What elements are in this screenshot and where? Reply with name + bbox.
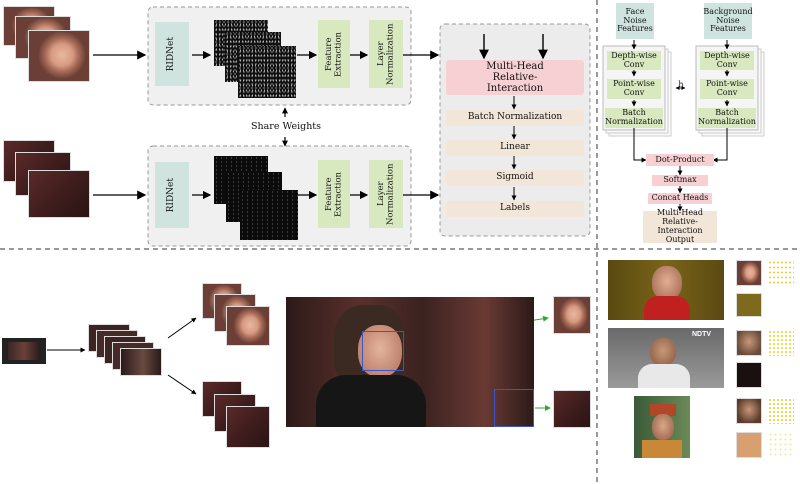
- face-noise-map: [238, 46, 296, 98]
- background-noise-features-block: Background Noise Features: [703, 3, 753, 39]
- layer-normalization-label: Layer Normalization: [375, 23, 395, 85]
- batch-normalization-background: Batch Normalization: [698, 108, 756, 128]
- ridnet-block-top: RIDNet: [155, 22, 189, 86]
- example-noise-map: [768, 260, 794, 286]
- example-noise-map: [768, 330, 794, 356]
- layer-normalization-label: Layer Normalization: [375, 163, 395, 225]
- depthwise-conv-background: Depth-wise Conv: [700, 51, 754, 70]
- background-bounding-box: [494, 389, 534, 427]
- pointwise-conv-face: Point-wise Conv: [607, 79, 661, 99]
- video-filmstrip: [2, 338, 46, 364]
- feature-extraction-block-bottom: Feature Extraction: [318, 160, 350, 228]
- feature-extraction-label: Feature Extraction: [323, 171, 343, 217]
- example-frame-2: NDTV: [608, 328, 724, 388]
- concat-heads-block: Concat Heads: [648, 193, 712, 204]
- example-face-crop: [736, 330, 762, 356]
- dot-product-block: Dot-Product: [646, 154, 714, 166]
- heads-label: h: [678, 79, 684, 89]
- ridnet-block-bottom: RIDNet: [155, 162, 189, 228]
- depthwise-conv-face: Depth-wise Conv: [607, 51, 661, 70]
- background-noise-map: [240, 190, 298, 240]
- cropped-background-stack: [226, 406, 270, 448]
- layer-normalization-block-bottom: Layer Normalization: [369, 160, 403, 228]
- background-image-stack: [28, 170, 90, 218]
- example-noise-map: [768, 398, 794, 424]
- example-background-crop: [736, 432, 762, 458]
- softmax-block: Softmax: [652, 175, 708, 186]
- example-background-crop: [736, 293, 762, 317]
- feature-extraction-block-top: Feature Extraction: [318, 20, 350, 88]
- sigmoid-block: Sigmoid: [446, 170, 584, 186]
- batch-normalization-face: Batch Normalization: [605, 108, 663, 128]
- cropped-face-stack: [226, 306, 270, 346]
- feature-extraction-label: Feature Extraction: [323, 31, 343, 77]
- example-noise-map: [768, 432, 794, 458]
- face-noise-features-block: Face Noise Features: [616, 3, 654, 39]
- layer-normalization-block-top: Layer Normalization: [369, 20, 403, 88]
- frame-stack: [120, 348, 162, 376]
- video-frame: [286, 297, 534, 427]
- tv-logo: NDTV: [692, 331, 712, 338]
- example-background-crop: [736, 362, 762, 388]
- example-face-crop: [736, 398, 762, 424]
- ridnet-label: RIDNet: [166, 36, 177, 72]
- face-crop-output: [553, 296, 591, 334]
- labels-block: Labels: [446, 201, 584, 217]
- linear-block: Linear: [446, 140, 584, 156]
- face-bounding-box: [362, 331, 404, 371]
- example-frame-1: [608, 260, 724, 320]
- batch-normalization-block: Batch Normalization: [446, 110, 584, 126]
- face-image-stack: [28, 30, 90, 82]
- share-weights-label: Share Weights: [250, 120, 322, 132]
- example-face-crop: [736, 260, 762, 286]
- example-frame-3: [634, 396, 690, 458]
- pointwise-conv-background: Point-wise Conv: [700, 79, 754, 99]
- ridnet-label: RIDNet: [166, 177, 177, 213]
- mhri-output-block: Multi-Head Relative-Interaction Output: [643, 209, 717, 244]
- background-crop-output: [553, 390, 591, 428]
- mhri-block: Multi-Head Relative-Interaction: [446, 60, 584, 95]
